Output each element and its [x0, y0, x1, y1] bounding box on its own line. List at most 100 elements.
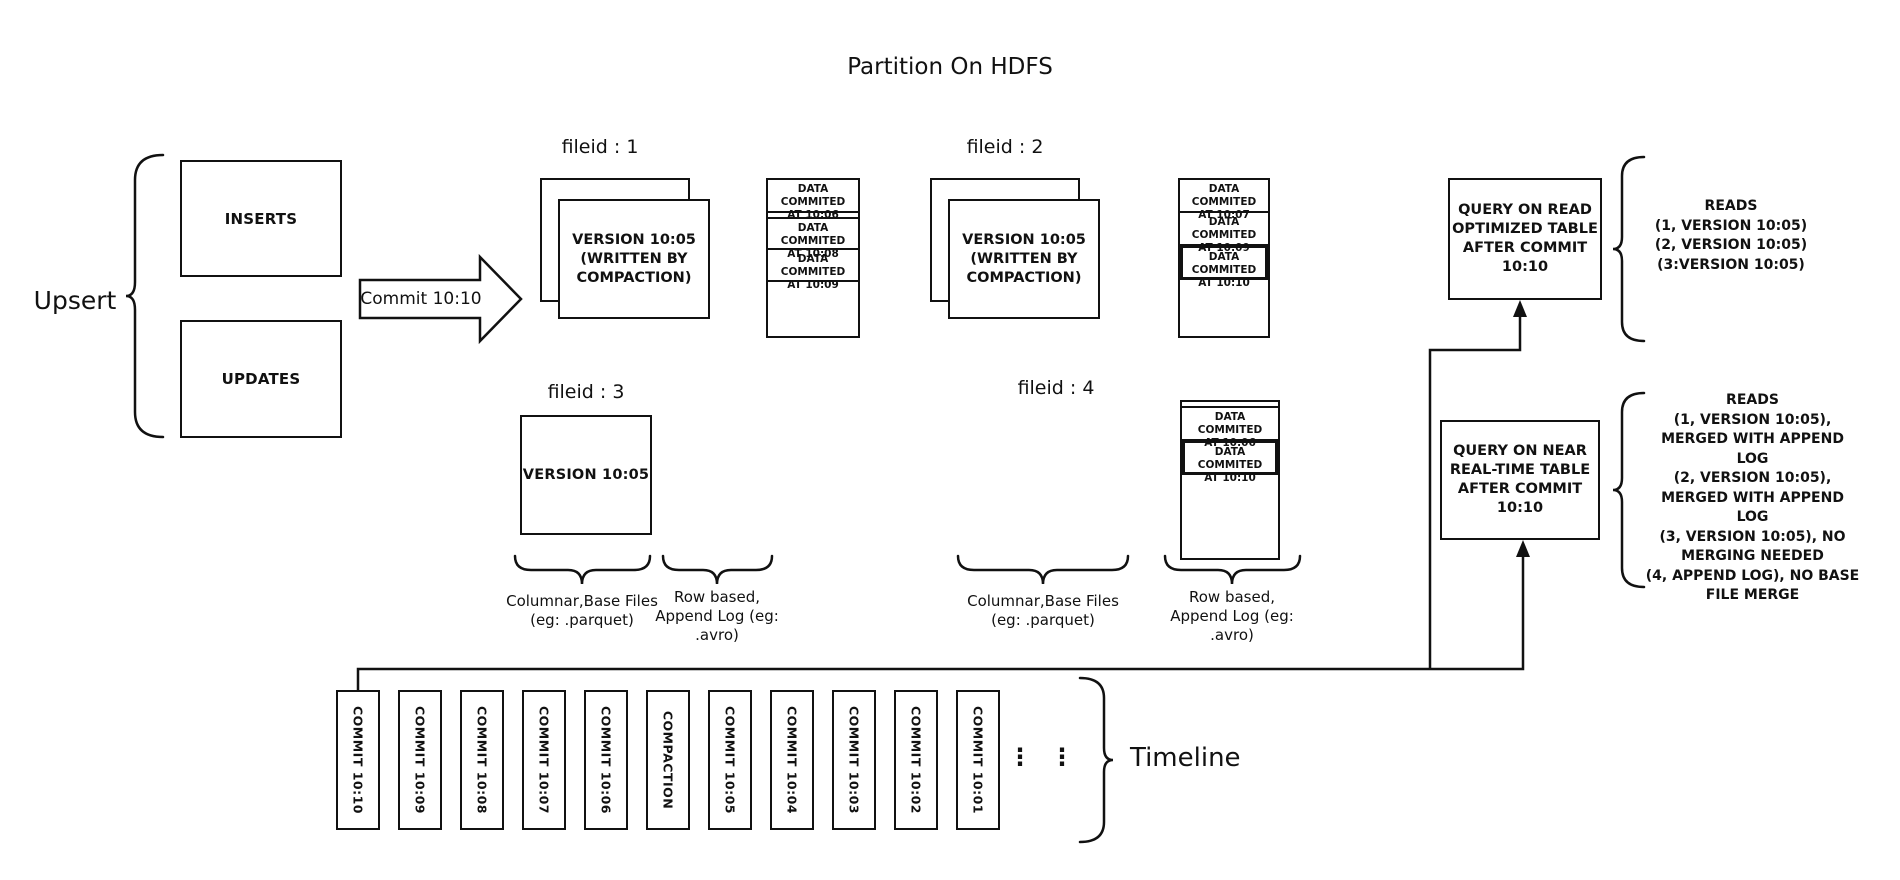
- timeline-commit-box: COMMIT 10:06: [584, 690, 628, 830]
- log-segment-line: AT 10:08: [787, 248, 839, 260]
- fileid4-title: fileid : 4: [1017, 377, 1095, 399]
- updates-box: UPDATES: [180, 320, 342, 438]
- row2-line: Append Log (eg:: [1170, 607, 1294, 625]
- log-segment: DATA COMMITED AT 10:08: [768, 219, 858, 260]
- log-segment-line: AT 10:06: [1204, 437, 1256, 449]
- reads-line: (3:VERSION 10:05): [1657, 256, 1805, 273]
- page-title: Partition On HDFS: [847, 54, 1053, 80]
- timeline-commit-box: COMMIT 10:09: [398, 690, 442, 830]
- log-segment-line: DATA COMMITED: [1191, 183, 1257, 208]
- reads-line: (2, VERSION 10:05),: [1673, 470, 1832, 486]
- log-segment: DATA COMMITED AT 10:07: [1180, 180, 1268, 221]
- query-read-optimized-line: QUERY ON READ: [1458, 202, 1592, 218]
- timeline-commit-label: COMMIT 10:06: [598, 706, 614, 814]
- timeline-commit-label: COMMIT 10:03: [846, 706, 862, 814]
- log-segment-line: DATA COMMITED: [1197, 411, 1263, 436]
- timeline-commit-box: COMMIT 10:05: [708, 690, 752, 830]
- query-read-optimized-line: 10:10: [1501, 259, 1549, 275]
- log-segment-line: AT 10:07: [1198, 209, 1250, 221]
- reads-line: FILE MERGE: [1705, 587, 1800, 603]
- log-segment: DATA COMMITED AT 10:09: [1180, 213, 1268, 254]
- reads-line: MERGED WITH APPEND LOG: [1661, 489, 1844, 526]
- row1-line: .avro): [695, 626, 739, 644]
- query-near-realtime-line: 10:10: [1496, 500, 1544, 516]
- query-read-optimized-line: AFTER COMMIT: [1462, 240, 1588, 256]
- reads-line: MERGED WITH APPEND LOG: [1661, 431, 1844, 467]
- log-segment-line: DATA COMMITED: [1191, 251, 1257, 276]
- columnar2-line: (eg: .parquet): [991, 611, 1095, 629]
- fileid2-base-line: (WRITTEN BY: [970, 250, 1078, 267]
- fileid1-title: fileid : 1: [561, 136, 639, 158]
- commit-arrow-label: Commit 10:10: [360, 289, 482, 309]
- log-segment-line: DATA COMMITED: [1191, 216, 1257, 241]
- row2-label: Row based, Append Log (eg: .avro): [1157, 588, 1307, 645]
- log-segment-line: DATA COMMITED: [780, 222, 846, 247]
- reads-line: (2, VERSION 10:05): [1654, 237, 1808, 253]
- row1-brace: [661, 554, 774, 585]
- reads-line: (4, APPEND LOG), NO BASE: [1645, 567, 1860, 584]
- row2-brace: [1163, 554, 1302, 585]
- columnar2-brace: [956, 554, 1130, 585]
- timeline-commit-box: COMMIT 10:02: [894, 690, 938, 830]
- arrow-up-icon: [1516, 540, 1530, 557]
- log-segment: DATA COMMITED AT 10:06: [768, 180, 858, 221]
- timeline-compaction-box: COMPACTION: [646, 690, 690, 830]
- log-segment-latest: DATA COMMITED AT 10:10: [1180, 246, 1268, 289]
- reads-realtime-brace: [1612, 391, 1646, 589]
- timeline-commit-label: COMMIT 10:09: [412, 706, 428, 814]
- query-near-realtime-line: REAL-TIME TABLE: [1449, 462, 1591, 478]
- fileid1-base-line: (WRITTEN BY: [580, 250, 688, 267]
- reads-line: (1, VERSION 10:05),: [1673, 411, 1832, 428]
- reads-line: (3, VERSION 10:05), NO: [1659, 528, 1846, 545]
- fileid3-base-box: VERSION 10:05: [520, 415, 652, 535]
- reads-line: MERGING NEEDED: [1681, 548, 1824, 564]
- arrow-up-icon: [1513, 300, 1527, 317]
- fileid2-base-line: COMPACTION): [966, 269, 1082, 286]
- row2-line: Row based,: [1188, 588, 1275, 606]
- timeline-commit-label: COMMIT 10:04: [784, 706, 800, 814]
- columnar1-brace: [513, 554, 652, 585]
- fileid1-base-line: COMPACTION): [576, 269, 692, 286]
- timeline-commit-label: COMMIT 10:07: [536, 706, 552, 814]
- log-segment-line: AT 10:10: [1204, 472, 1256, 484]
- timeline-brace: [1078, 676, 1114, 844]
- timeline-commit-box: COMMIT 10:03: [832, 690, 876, 830]
- log-segment-line: DATA COMMITED: [780, 183, 846, 208]
- reads-line: (1, VERSION 10:05): [1654, 217, 1808, 234]
- reads-optimized-text: READS (1, VERSION 10:05) (2, VERSION 10:…: [1646, 197, 1816, 275]
- updates-label: UPDATES: [221, 370, 301, 388]
- upsert-label: Upsert: [33, 286, 117, 315]
- log-divider: [768, 213, 858, 219]
- timeline-commit-label: COMMIT 10:02: [908, 706, 924, 814]
- query-read-optimized-box: QUERY ON READ OPTIMIZED TABLE AFTER COMM…: [1448, 178, 1602, 300]
- fileid4-log-file: DATA COMMITED AT 10:06 DATA COMMITED AT …: [1180, 400, 1280, 560]
- query-near-realtime-box: QUERY ON NEAR REAL-TIME TABLE AFTER COMM…: [1440, 420, 1600, 540]
- log-divider: [1182, 402, 1278, 408]
- fileid2-base-front: VERSION 10:05 (WRITTEN BY COMPACTION): [948, 199, 1100, 319]
- columnar2-label: Columnar,Base Files (eg: .parquet): [958, 592, 1128, 630]
- timeline-commit-box: COMMIT 10:01: [956, 690, 1000, 830]
- log-segment-line: AT 10:09: [1198, 242, 1250, 254]
- timeline-ellipsis-icon: ⋮: [1050, 743, 1074, 771]
- query-near-realtime-line: QUERY ON NEAR: [1453, 443, 1587, 459]
- timeline-compaction-label: COMPACTION: [660, 710, 676, 810]
- timeline-commit-label: COMMIT 10:05: [722, 706, 738, 814]
- timeline-commit-label: COMMIT 10:08: [474, 706, 490, 814]
- reads-optimized-brace: [1612, 155, 1646, 343]
- log-segment-latest: DATA COMMITED AT 10:10: [1182, 441, 1278, 484]
- log-segment-line: AT 10:09: [787, 279, 839, 291]
- row1-line: Row based,: [673, 588, 760, 606]
- log-segment: DATA COMMITED AT 10:06: [1182, 408, 1278, 449]
- fileid2-log-file: DATA COMMITED AT 10:07 DATA COMMITED AT …: [1178, 178, 1270, 338]
- timeline-commit-label: COMMIT 10:01: [970, 706, 986, 814]
- fileid2-title: fileid : 2: [966, 136, 1044, 158]
- fileid1-base-line: VERSION 10:05: [572, 231, 696, 248]
- log-segment-line: DATA COMMITED: [780, 253, 846, 278]
- log-segment-line: DATA COMMITED: [1197, 446, 1263, 471]
- timeline-commit-label: COMMIT 10:10: [350, 706, 366, 814]
- upsert-brace: [125, 153, 165, 439]
- timeline-commit-box: COMMIT 10:04: [770, 690, 814, 830]
